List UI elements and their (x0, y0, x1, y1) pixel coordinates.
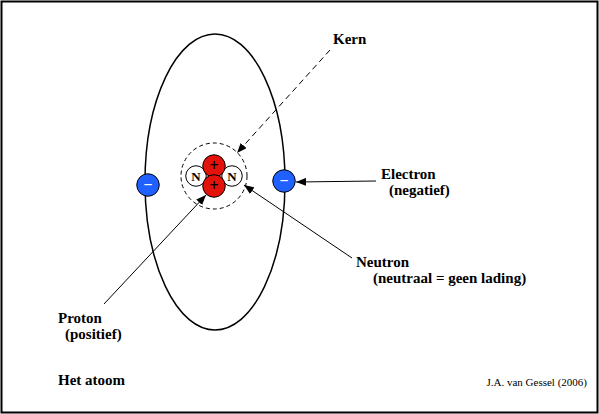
particle-sign: N (191, 170, 200, 183)
leader-line (237, 50, 330, 153)
proton-circle-outline (203, 155, 226, 178)
leader-line (296, 181, 376, 182)
leader-line (244, 185, 352, 258)
part-label: Proton (positief) (58, 310, 122, 342)
proton-circle-outline (203, 175, 226, 198)
electron-circle-outline (137, 174, 160, 197)
diagram-title: Het atoom (58, 372, 125, 388)
electron-orbit (145, 34, 285, 330)
electron-circle: − (272, 169, 296, 193)
particle-sign: N (227, 170, 236, 183)
particle-sign: + (209, 158, 218, 174)
part-label: Neutron (neutraal = geen lading) (356, 254, 526, 286)
electron-circle: − (136, 173, 160, 197)
nucleus-outline (181, 143, 247, 209)
particle-sign: − (279, 173, 288, 189)
particle-sign: + (209, 178, 218, 194)
part-label: Kern (333, 31, 366, 47)
credit-note: J.A. van Gessel (2006) (486, 376, 587, 388)
electron-circle-outline (273, 170, 296, 193)
proton-circle: + (202, 174, 226, 198)
part-label: Electron (negatief) (381, 166, 450, 198)
particle-sign: − (143, 177, 152, 193)
leader-line (104, 195, 206, 304)
